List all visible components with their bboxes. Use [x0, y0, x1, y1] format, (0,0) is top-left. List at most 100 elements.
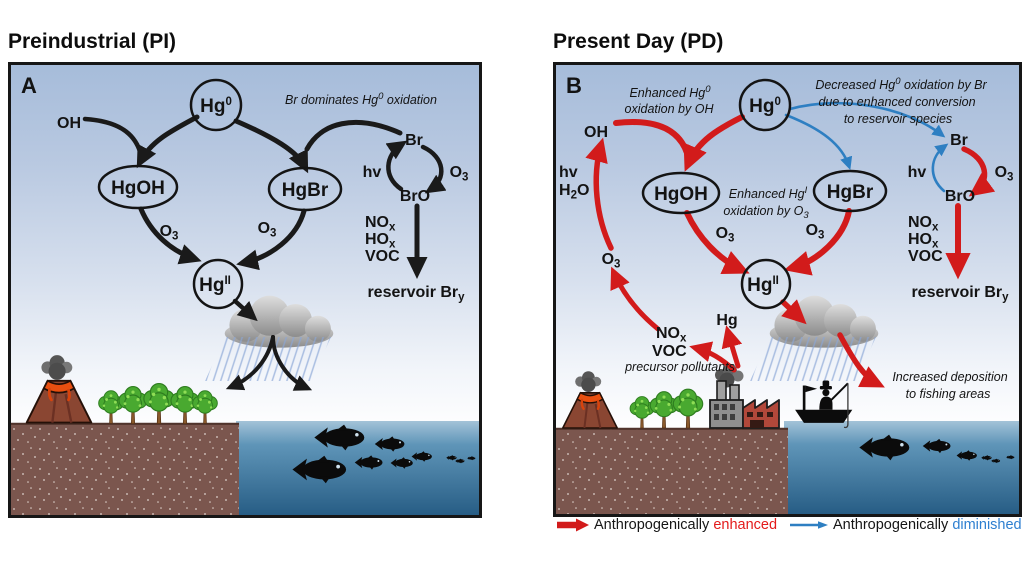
blue-arrow-icon [790, 521, 828, 529]
panel-b: B Enhanced Hg0 oxidation by OH Decreased… [553, 62, 1022, 517]
legend-enhanced: Anthropogenically enhanced [556, 517, 777, 533]
node-hgbr [812, 169, 888, 213]
trees-icon [629, 388, 704, 429]
annotation-deposition-2: to fishing areas [906, 387, 991, 401]
label-voc: VOC [365, 248, 400, 265]
label-br: Br [950, 132, 968, 149]
volcano-icon [561, 370, 619, 430]
arrow-hg2-to-cloud [232, 298, 258, 322]
label-nox: NOx [365, 214, 396, 234]
labels-b: B Enhanced Hg0 oxidation by OH Decreased… [559, 73, 1013, 401]
legend-diminished: Anthropogenically diminished [789, 517, 1022, 533]
arrow-nox-to-o3 [610, 266, 661, 332]
soil [11, 423, 239, 515]
rain-icon [750, 337, 876, 381]
label-hox: HOx [908, 231, 939, 251]
annotation-enhanced-o3-2: oxidation by O3 [723, 204, 809, 221]
panel-b-title: Present Day (PD) [553, 30, 724, 53]
arrow-hgbr-to-hg2 [783, 208, 852, 276]
legend-diminished-text: Anthropogenically diminished [833, 517, 1022, 533]
label-hgoh: HgOH [111, 178, 165, 199]
label-reservoir-bry: reservoir Bry [911, 284, 1009, 304]
node-hgoh [97, 164, 179, 210]
ocean [784, 421, 1019, 514]
label-h2o: H2O [559, 182, 589, 202]
label-hv-cycle: hv [908, 164, 927, 181]
annotation-precursor: precursor pollutants [624, 360, 735, 374]
label-nox: NOx [908, 214, 939, 234]
label-voc: VOC [908, 248, 943, 265]
arrow-br-to-bro [961, 146, 996, 197]
arrow-br-join [304, 119, 403, 152]
red-arrows-b [585, 114, 996, 388]
arrow-hg0-to-hgbr [784, 113, 853, 170]
arrow-bro-to-br [931, 143, 949, 193]
blue-arrows-b [784, 101, 949, 193]
panel-letter: A [21, 73, 37, 98]
label-o3-left-arrow: O3 [716, 225, 735, 245]
nodes-a [97, 78, 343, 310]
red-arrow-icon [557, 518, 589, 532]
node-hg2 [740, 258, 792, 310]
node-hg0 [738, 78, 792, 132]
arrow-hg0-to-br [788, 101, 946, 138]
nodes-b [641, 78, 888, 310]
arrow-br-to-bro [420, 144, 447, 194]
arrow-hgbr-to-hg2 [236, 208, 307, 271]
arrow-hg2-to-cloud [780, 299, 807, 325]
label-hox: HOx [365, 231, 396, 251]
label-hg0: Hg0 [200, 96, 232, 117]
panel-a: A Br dominates Hg0 oxidation Hg0 OH HgOH… [8, 62, 482, 518]
label-voc-precursor: VOC [652, 343, 687, 360]
label-oh: OH [57, 115, 81, 132]
arrow-hg0-to-hgoh [683, 114, 745, 172]
label-bro: BrO [400, 188, 430, 205]
arrow-cloud-to-fishing [837, 332, 885, 388]
label-o3-lower: O3 [602, 251, 621, 271]
annotation-decreased-br-3: to reservoir species [844, 112, 952, 126]
annotation-deposition-1: Increased deposition [892, 370, 1007, 384]
arrow-hg0-to-hgoh [136, 114, 200, 169]
labels-a: A Br dominates Hg0 oxidation Hg0 OH HgOH… [21, 73, 468, 304]
arrow-deposition-right [271, 335, 313, 391]
label-o3-cycle: O3 [995, 164, 1014, 184]
annotation-enhanced-o3-1: Enhanced HgI [729, 185, 808, 201]
annotation-enhanced-oh-1: Enhanced Hg0 [629, 84, 711, 100]
node-hgbr [267, 166, 343, 212]
volcano-icon [25, 353, 93, 425]
arrow-hg0-to-hgbr [233, 118, 309, 174]
label-hgbr: HgBr [282, 180, 329, 201]
node-hgoh [641, 171, 721, 215]
label-o3-right: O3 [258, 220, 277, 240]
annotation-enhanced-oh-2: oxidation by OH [625, 102, 715, 116]
arrow-bro-to-br [385, 140, 408, 192]
annotation-br-dominates: Br dominates Hg0 oxidation [285, 91, 437, 107]
label-hg2: HgII [199, 275, 231, 296]
label-o3-cycle: O3 [450, 164, 469, 184]
arrow-factory-to-voc [689, 341, 737, 373]
arrow-oh-join [82, 116, 144, 158]
soil [556, 428, 788, 514]
label-hgbr: HgBr [827, 182, 874, 203]
trees-icon [98, 382, 218, 425]
label-hgoh: HgOH [654, 184, 708, 205]
label-hv-left: hv [559, 164, 578, 181]
node-hg2 [192, 258, 244, 310]
label-oh: OH [584, 124, 608, 141]
label-o3-right-arrow: O3 [806, 222, 825, 242]
fisherman-boat-icon [794, 379, 854, 429]
label-br: Br [405, 132, 423, 149]
legend-enhanced-text: Anthropogenically enhanced [594, 517, 778, 533]
arrow-hgoh-to-hg2 [684, 210, 750, 274]
node-hg0 [189, 78, 243, 132]
legend: Anthropogenically enhanced Anthropogenic… [556, 517, 1022, 541]
label-nox-precursor: NOx [656, 325, 687, 345]
scenery-b [556, 295, 1019, 514]
arrows-a [82, 114, 447, 391]
label-bro: BrO [945, 188, 975, 205]
rain-icon [205, 337, 331, 381]
scenery-a [11, 295, 479, 515]
annotation-decreased-br-1: Decreased Hg0 oxidation by Br [815, 76, 987, 92]
arrow-o3-to-oh [585, 137, 614, 251]
